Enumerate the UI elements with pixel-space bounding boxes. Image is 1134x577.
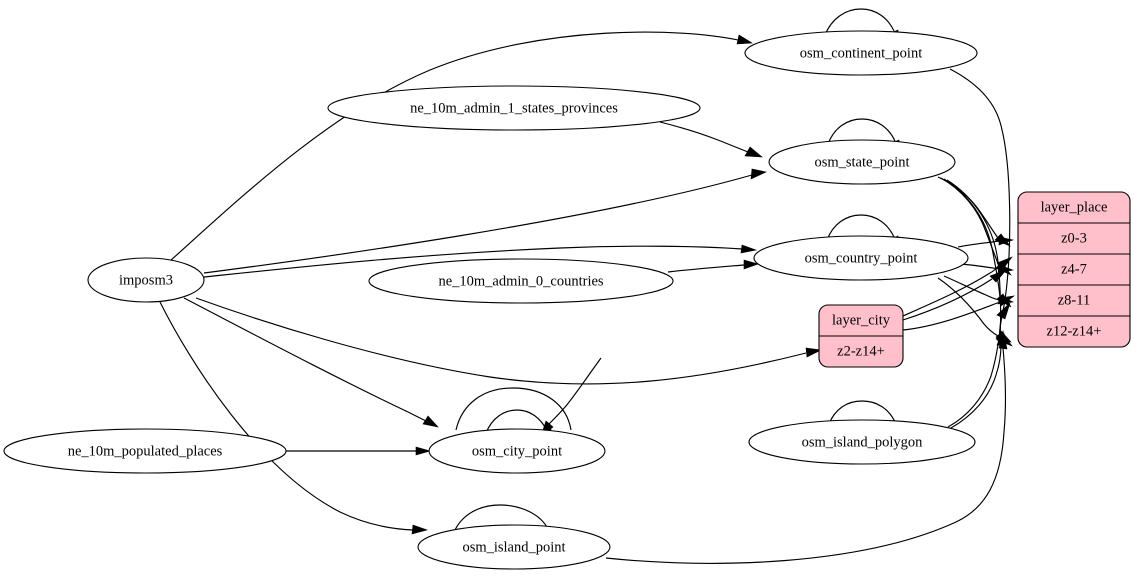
- node-osm-city-point[interactable]: osm_city_point: [428, 428, 606, 474]
- edge-imposm3-to-osm-island-point: [159, 301, 414, 531]
- edge-ne-admin1-to-osm-state-point: [659, 121, 749, 153]
- node-osm-continent-point-label: osm_continent_point: [800, 45, 922, 61]
- edge-osm-island-polygon-to-layer-place-z12: [950, 344, 1002, 429]
- table-layer-place[interactable]: layer_place z0-3 z4-7 z8-11 z12-z14+: [1017, 191, 1131, 348]
- node-imposm3[interactable]: imposm3: [87, 257, 205, 303]
- arrowhead-imposm3-osm-country-point: [740, 244, 758, 254]
- arrowhead-imposm3-osm-continent-point: [736, 34, 753, 45]
- node-osm-country-point-shape[interactable]: [753, 235, 969, 281]
- node-osm-continent-point-shape[interactable]: [744, 30, 978, 76]
- node-osm-island-point[interactable]: osm_island_point: [417, 524, 611, 570]
- edge-imposm3-to-layer-city: [195, 297, 807, 385]
- edge-osm-state-point-self-loop: [827, 118, 896, 145]
- edge-arc-over-osm-city-point: [455, 387, 572, 431]
- node-osm-country-point[interactable]: osm_country_point: [753, 235, 969, 281]
- arrowhead-imposm3-osm-state-point: [750, 168, 767, 180]
- node-osm-state-point-label: osm_state_point: [814, 154, 909, 170]
- edge-osm-state-point-to-layer-place-z8: [943, 178, 1001, 299]
- table-layer-place-row-z8-11[interactable]: z8-11: [1058, 292, 1090, 308]
- node-imposm3-shape[interactable]: [87, 257, 205, 303]
- arrowhead-layer-city-layer-place-z8: [998, 295, 1016, 307]
- edge-osm-country-point-to-layer-place-z8: [943, 275, 1000, 301]
- edge-osm-country-point-to-layer-place-z12: [937, 277, 999, 337]
- edge-layer-city-to-layer-place-z0: [902, 264, 1001, 317]
- table-layer-place-row-z4-7[interactable]: z4-7: [1061, 261, 1087, 277]
- edge-osm-continent-point-self-loop: [824, 8, 895, 36]
- node-osm-island-point-label: osm_island_point: [462, 539, 565, 555]
- node-osm-state-point-shape[interactable]: [768, 139, 956, 185]
- arrowhead-layer-city-layer-place-z0: [996, 256, 1013, 270]
- edge-layer-city-to-layer-place-z4: [902, 278, 993, 321]
- edge-imposm3-to-osm-country-point: [203, 245, 743, 278]
- edge-osm-island-polygon-self-loop: [828, 400, 896, 425]
- node-osm-continent-point[interactable]: osm_continent_point: [744, 30, 978, 76]
- table-layer-place-row-z0-3[interactable]: z0-3: [1061, 230, 1087, 246]
- node-layer: imposm3 ne_10m_admin_1_states_provinces …: [3, 30, 978, 570]
- node-imposm3-label: imposm3: [119, 272, 173, 288]
- edge-osm-country-point-self-loop: [826, 214, 895, 241]
- edge-imposm3-to-osm-continent-point: [169, 31, 739, 262]
- edge-osm-island-point-to-layer-place-z12: [605, 347, 1007, 564]
- node-ne-10m-populated-places[interactable]: ne_10m_populated_places: [3, 428, 287, 474]
- table-layer-city-row-title: layer_city: [832, 312, 891, 328]
- arrowhead-osm-country-point-layer-place-z0: [998, 236, 1015, 246]
- node-osm-city-point-shape[interactable]: [428, 428, 606, 474]
- table-layer: layer_place z0-3 z4-7 z8-11 z12-z14+ lay…: [818, 191, 1131, 368]
- edge-curve-to-osm-city-point-right: [548, 357, 602, 425]
- arrowhead-osm-island-polygon-layer-place-z8: [996, 302, 1011, 320]
- node-ne-admin1-label: ne_10m_admin_1_states_provinces: [410, 100, 618, 116]
- node-ne-10m-admin-1-states-provinces[interactable]: ne_10m_admin_1_states_provinces: [327, 85, 701, 131]
- node-osm-island-polygon-shape[interactable]: [748, 419, 976, 465]
- edge-imposm3-to-osm-state-point: [203, 174, 753, 274]
- arrowhead-layer-city-layer-place-z4: [989, 269, 1007, 283]
- edge-osm-island-point-self-loop: [453, 504, 549, 533]
- node-osm-island-point-shape[interactable]: [417, 524, 611, 570]
- node-ne-admin0-label: ne_10m_admin_0_countries: [438, 273, 603, 289]
- edge-osm-island-polygon-to-layer-place-z8: [947, 315, 1002, 428]
- edge-osm-state-point-to-layer-place-z4: [940, 177, 1000, 267]
- arrowhead-osm-island-point-layer-place-z12: [998, 332, 1008, 350]
- edge-osm-city-point-self-loop: [485, 409, 548, 434]
- node-ne-admin0-shape[interactable]: [368, 258, 674, 304]
- node-ne-populated-label: ne_10m_populated_places: [68, 443, 223, 459]
- arrowhead-imposm3-osm-city-point: [422, 415, 439, 428]
- node-ne-admin1-shape[interactable]: [327, 85, 701, 131]
- edge-imposm3-to-osm-city-point: [183, 297, 427, 422]
- table-layer-place-row-z12-z14[interactable]: z12-z14+: [1047, 323, 1102, 339]
- edge-osm-country-point-to-layer-place-z4: [959, 263, 1000, 270]
- node-osm-state-point[interactable]: osm_state_point: [768, 139, 956, 185]
- table-layer-place-frame[interactable]: [1017, 191, 1131, 348]
- arrowhead-imposm3-layer-city: [805, 347, 823, 358]
- table-layer-city[interactable]: layer_city z2-z14+: [818, 304, 904, 368]
- node-osm-country-point-label: osm_country_point: [805, 250, 918, 266]
- edge-ne-admin0-to-osm-country-point: [667, 264, 745, 273]
- table-layer-city-row-z2-z14[interactable]: z2-z14+: [837, 343, 885, 359]
- arrowhead-imposm3-osm-island-point: [411, 524, 429, 535]
- node-osm-island-polygon-label: osm_island_polygon: [802, 434, 924, 450]
- table-layer-place-row-title: layer_place: [1041, 199, 1108, 215]
- arrowhead-ne-admin1-osm-state-point: [744, 146, 763, 158]
- edge-osm-country-point-to-layer-place-z0: [957, 240, 1000, 248]
- arrowhead-ne-admin0-osm-country-point: [743, 259, 759, 270]
- node-ne-10m-admin-0-countries[interactable]: ne_10m_admin_0_countries: [368, 258, 674, 304]
- node-osm-city-point-label: osm_city_point: [472, 443, 562, 459]
- node-ne-populated-shape[interactable]: [3, 428, 287, 474]
- edge-layer: [159, 8, 1016, 564]
- node-osm-island-polygon[interactable]: osm_island_polygon: [748, 419, 976, 465]
- edge-layer-city-to-layer-place-z8: [902, 301, 1001, 331]
- arrowhead-ne-populated-osm-city-point: [415, 446, 432, 456]
